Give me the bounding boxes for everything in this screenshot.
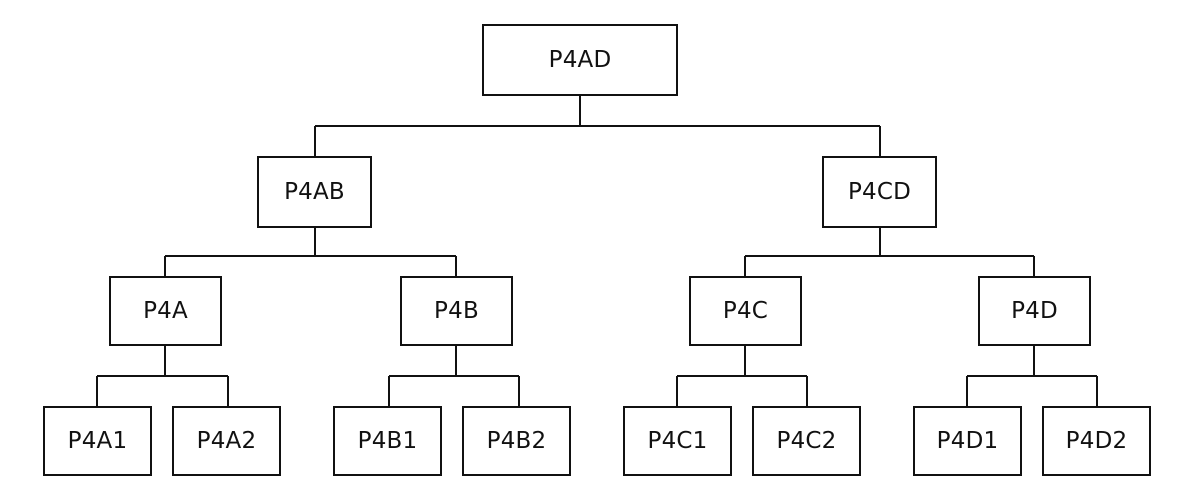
node-label: P4A <box>143 298 188 324</box>
node-label: P4AD <box>548 47 612 73</box>
node-label: P4CD <box>847 179 912 205</box>
node-label: P4A1 <box>67 428 128 454</box>
node-label: P4C <box>722 298 769 324</box>
node-label: P4D2 <box>1065 428 1128 454</box>
node-p4c1: P4C1 <box>623 406 732 476</box>
node-label: P4B <box>434 298 479 324</box>
node-p4ab: P4AB <box>257 156 372 228</box>
node-p4cd: P4CD <box>822 156 937 228</box>
node-p4a: P4A <box>109 276 222 346</box>
node-p4c2: P4C2 <box>752 406 861 476</box>
node-label: P4C2 <box>776 428 837 454</box>
node-p4a2: P4A2 <box>172 406 281 476</box>
node-label: P4D <box>1011 298 1058 324</box>
node-p4c: P4C <box>689 276 802 346</box>
node-label: P4A2 <box>196 428 257 454</box>
node-label: P4AB <box>284 179 345 205</box>
node-p4d1: P4D1 <box>913 406 1022 476</box>
node-label: P4B2 <box>486 428 547 454</box>
node-p4a1: P4A1 <box>43 406 152 476</box>
node-p4d: P4D <box>978 276 1091 346</box>
node-p4b2: P4B2 <box>462 406 571 476</box>
node-p4ad: P4AD <box>482 24 678 96</box>
node-p4d2: P4D2 <box>1042 406 1151 476</box>
node-label: P4C1 <box>647 428 708 454</box>
node-label: P4B1 <box>357 428 418 454</box>
node-p4b: P4B <box>400 276 513 346</box>
node-p4b1: P4B1 <box>333 406 442 476</box>
node-label: P4D1 <box>936 428 999 454</box>
